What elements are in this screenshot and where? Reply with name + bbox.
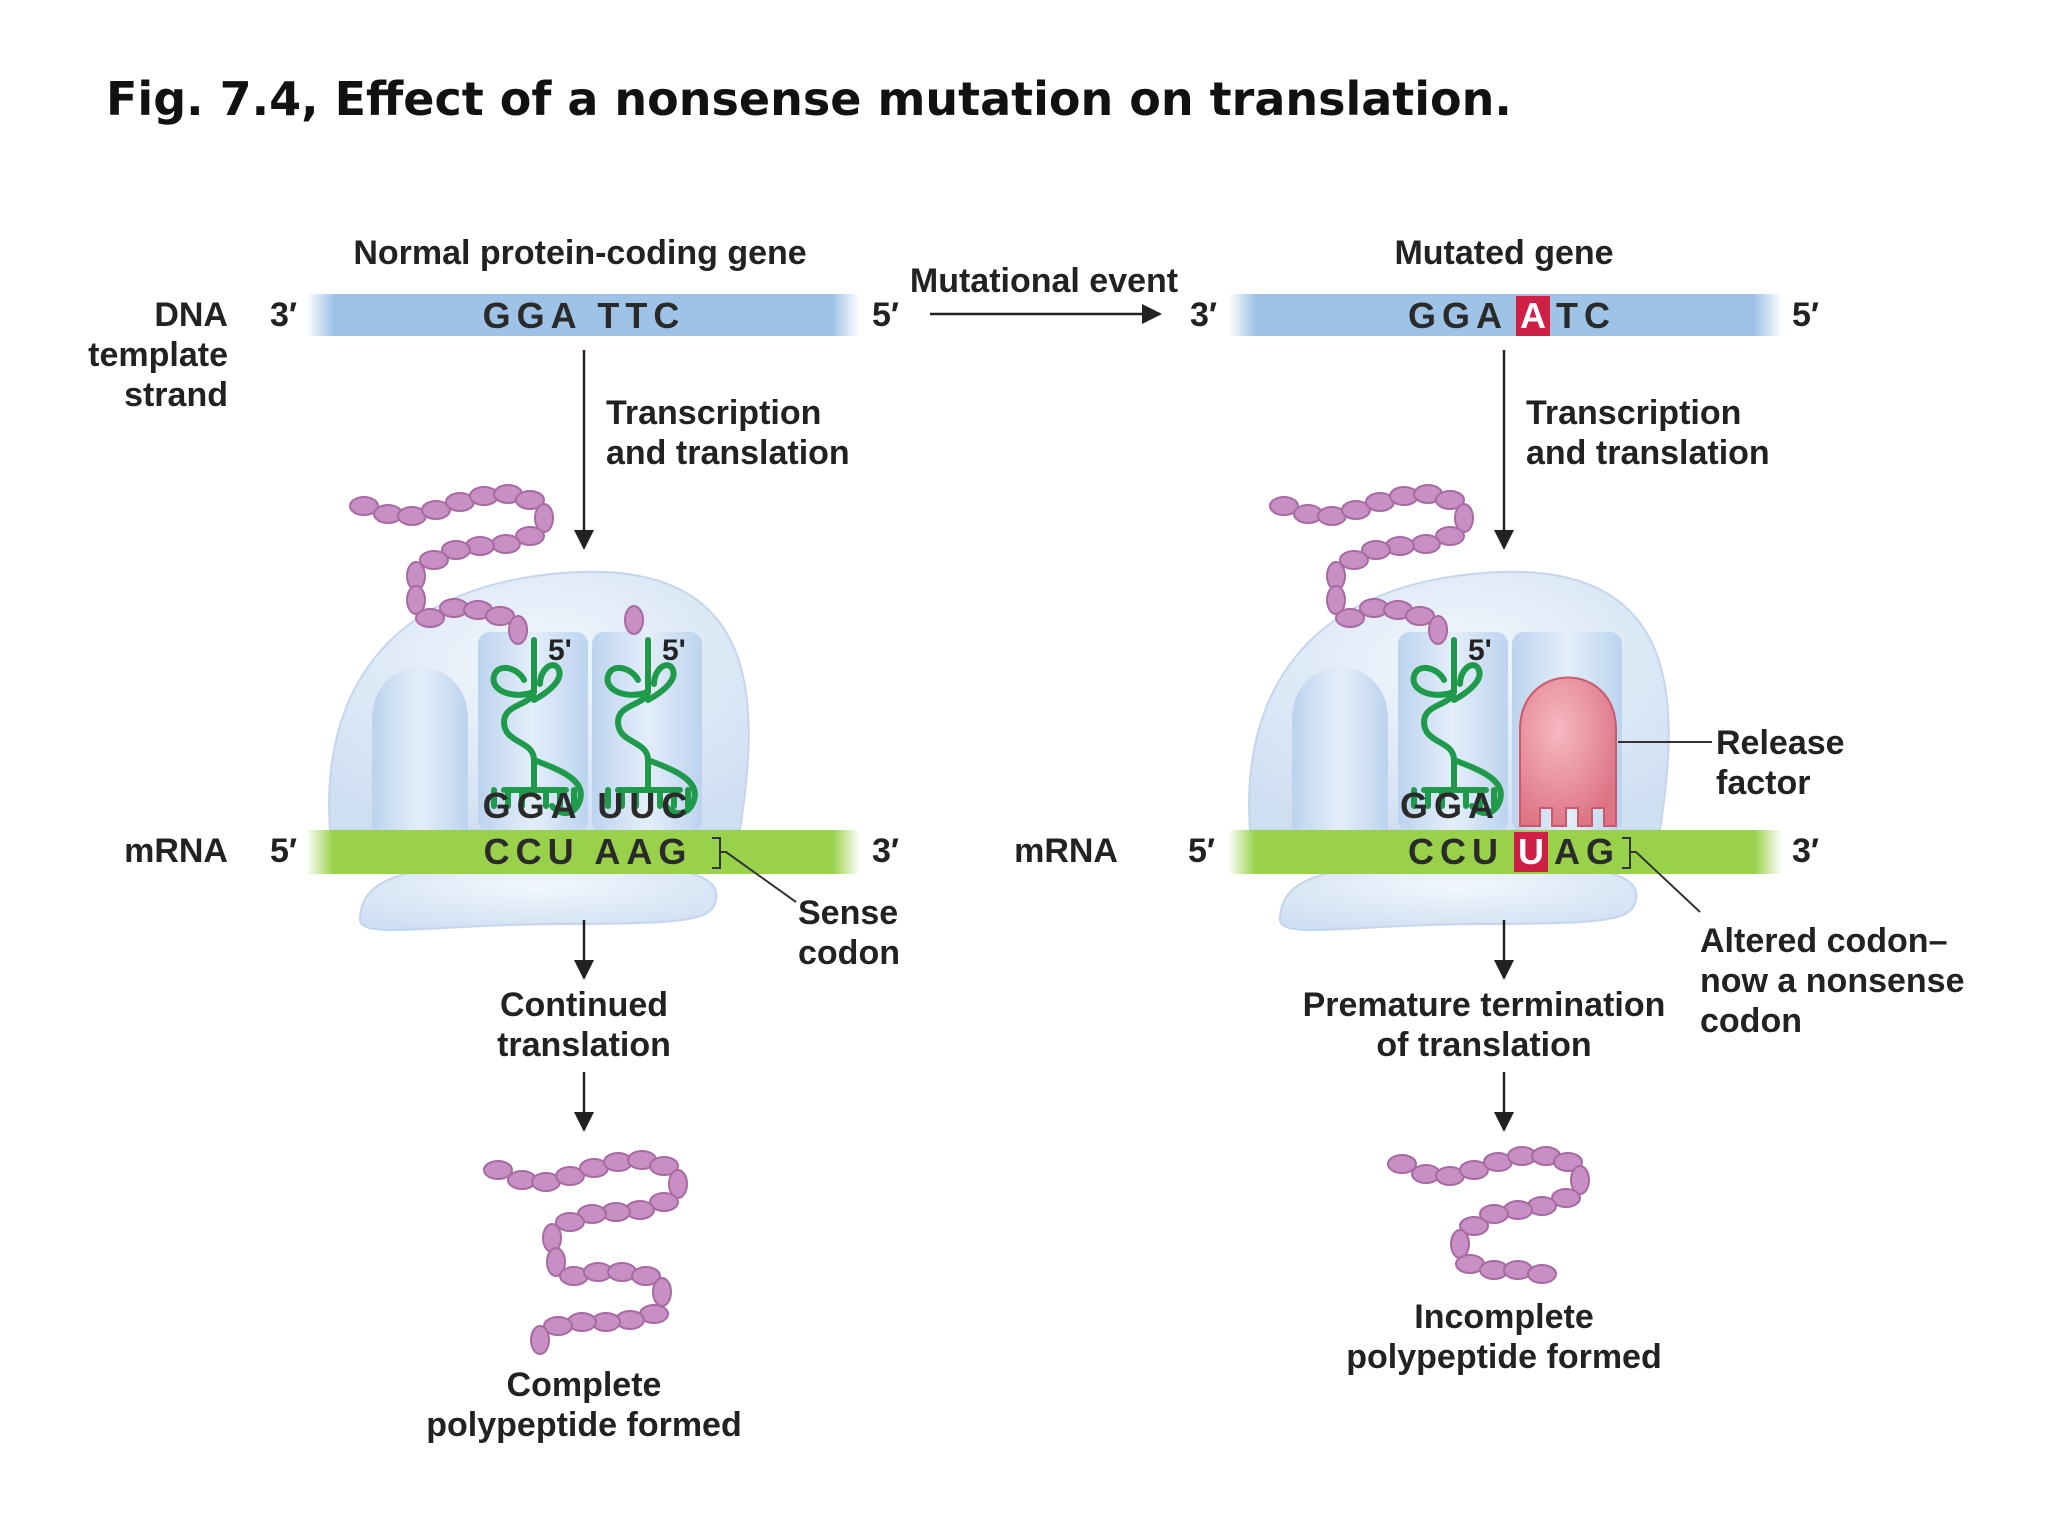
mutated-mrna-label: mRNA <box>1014 832 1118 870</box>
release-factor-label: Release factor <box>1716 724 1845 802</box>
normal-mrna-5prime: 5′ <box>270 832 297 870</box>
mutated-dna-strand <box>1228 294 1782 336</box>
mutated-dna-base: A <box>1520 295 1546 336</box>
svg-text:Transcription: Transcription <box>606 394 821 432</box>
mutated-dna-5prime: 5′ <box>1792 296 1819 334</box>
normal-dna-3prime: 3′ <box>270 296 297 334</box>
normal-trna-2-5prime: 5' <box>662 634 686 667</box>
complete-polypeptide <box>483 1150 688 1355</box>
svg-text:template: template <box>88 336 228 374</box>
sense-codon-label: Sense codon <box>798 894 900 972</box>
normal-trna-2 <box>604 637 698 817</box>
normal-trna-1-5prime: 5' <box>548 634 572 667</box>
svg-text:codon: codon <box>1700 1002 1802 1040</box>
mutated-mrna-5prime: 5′ <box>1188 832 1215 870</box>
svg-text:Premature termination: Premature termination <box>1303 986 1666 1024</box>
svg-text:Continued: Continued <box>500 986 668 1024</box>
incomplete-polypeptide <box>1387 1146 1590 1284</box>
dna-template-label: DNA template strand <box>88 296 228 414</box>
svg-text:Release: Release <box>1716 724 1845 762</box>
svg-text:Altered codon–: Altered codon– <box>1700 922 1947 960</box>
svg-text:Transcription: Transcription <box>1526 394 1741 432</box>
svg-text:and translation: and translation <box>606 434 850 472</box>
normal-transcription-label: Transcription and translation <box>606 394 850 472</box>
mutated-mrna-3prime: 3′ <box>1792 832 1819 870</box>
mutated-dna-highlight <box>1516 296 1550 336</box>
mutated-mrna-seq-after: AG <box>1554 831 1620 872</box>
svg-text:now a nonsense: now a nonsense <box>1700 962 1965 1000</box>
normal-ribosome <box>328 570 750 932</box>
normal-trna-1 <box>490 637 584 817</box>
premature-termination-label: Premature termination of translation <box>1303 986 1666 1064</box>
mutated-mrna-seq-before: CCU <box>1408 831 1504 872</box>
mutated-mrna-base: U <box>1518 831 1544 872</box>
normal-mrna-3prime: 3′ <box>872 832 899 870</box>
normal-dna-strand <box>306 294 860 336</box>
normal-dna-sequence: GGA TTC <box>483 295 686 336</box>
incomplete-polypeptide-label: Incomplete polypeptide formed <box>1346 1298 1661 1376</box>
mutated-trna-5prime: 5' <box>1468 634 1492 667</box>
normal-growing-polypeptide <box>349 484 644 645</box>
svg-text:Incomplete: Incomplete <box>1414 1298 1593 1336</box>
svg-text:strand: strand <box>124 376 228 414</box>
svg-text:Complete: Complete <box>507 1366 662 1404</box>
svg-text:translation: translation <box>497 1026 671 1064</box>
continued-translation-label: Continued translation <box>497 986 671 1064</box>
svg-text:and translation: and translation <box>1526 434 1770 472</box>
svg-text:of translation: of translation <box>1376 1026 1591 1064</box>
mutated-dna-seq-after: TC <box>1556 295 1616 336</box>
svg-text:factor: factor <box>1716 764 1810 802</box>
complete-polypeptide-label: Complete polypeptide formed <box>426 1366 741 1444</box>
normal-mrna-strand <box>306 830 860 874</box>
svg-text:Sense: Sense <box>798 894 898 932</box>
normal-dna-5prime: 5′ <box>872 296 899 334</box>
mutated-transcription-label: Transcription and translation <box>1526 394 1770 472</box>
normal-mrna-label: mRNA <box>124 832 228 870</box>
mutated-growing-polypeptide <box>1269 484 1474 645</box>
mutated-mrna-highlight <box>1514 832 1548 872</box>
nonsense-codon-bracket <box>1622 837 1701 913</box>
normal-codon-bracket <box>712 837 797 903</box>
svg-text:polypeptide formed: polypeptide formed <box>426 1406 741 1444</box>
mutated-dna-seq-before: GGA <box>1408 295 1508 336</box>
svg-text:DNA: DNA <box>154 296 228 334</box>
svg-text:codon: codon <box>798 934 900 972</box>
release-factor <box>1519 676 1617 827</box>
page-title: Fig. 7.4, Effect of a nonsense mutation … <box>106 72 1512 126</box>
mutational-event-label: Mutational event <box>910 262 1178 300</box>
mutated-mrna-strand <box>1228 830 1782 874</box>
mutated-gene-heading: Mutated gene <box>1394 234 1613 272</box>
normal-gene-heading: Normal protein-coding gene <box>353 234 806 272</box>
normal-anticodons: GGA UUC <box>483 785 694 826</box>
nonsense-codon-label: Altered codon– now a nonsense codon <box>1700 922 1965 1040</box>
mutated-dna-3prime: 3′ <box>1190 296 1217 334</box>
mutated-trna <box>1410 637 1504 817</box>
mutated-anticodon: GGA <box>1400 785 1500 826</box>
svg-text:polypeptide formed: polypeptide formed <box>1346 1338 1661 1376</box>
normal-mrna-sequence: CCU AAG <box>484 831 693 872</box>
